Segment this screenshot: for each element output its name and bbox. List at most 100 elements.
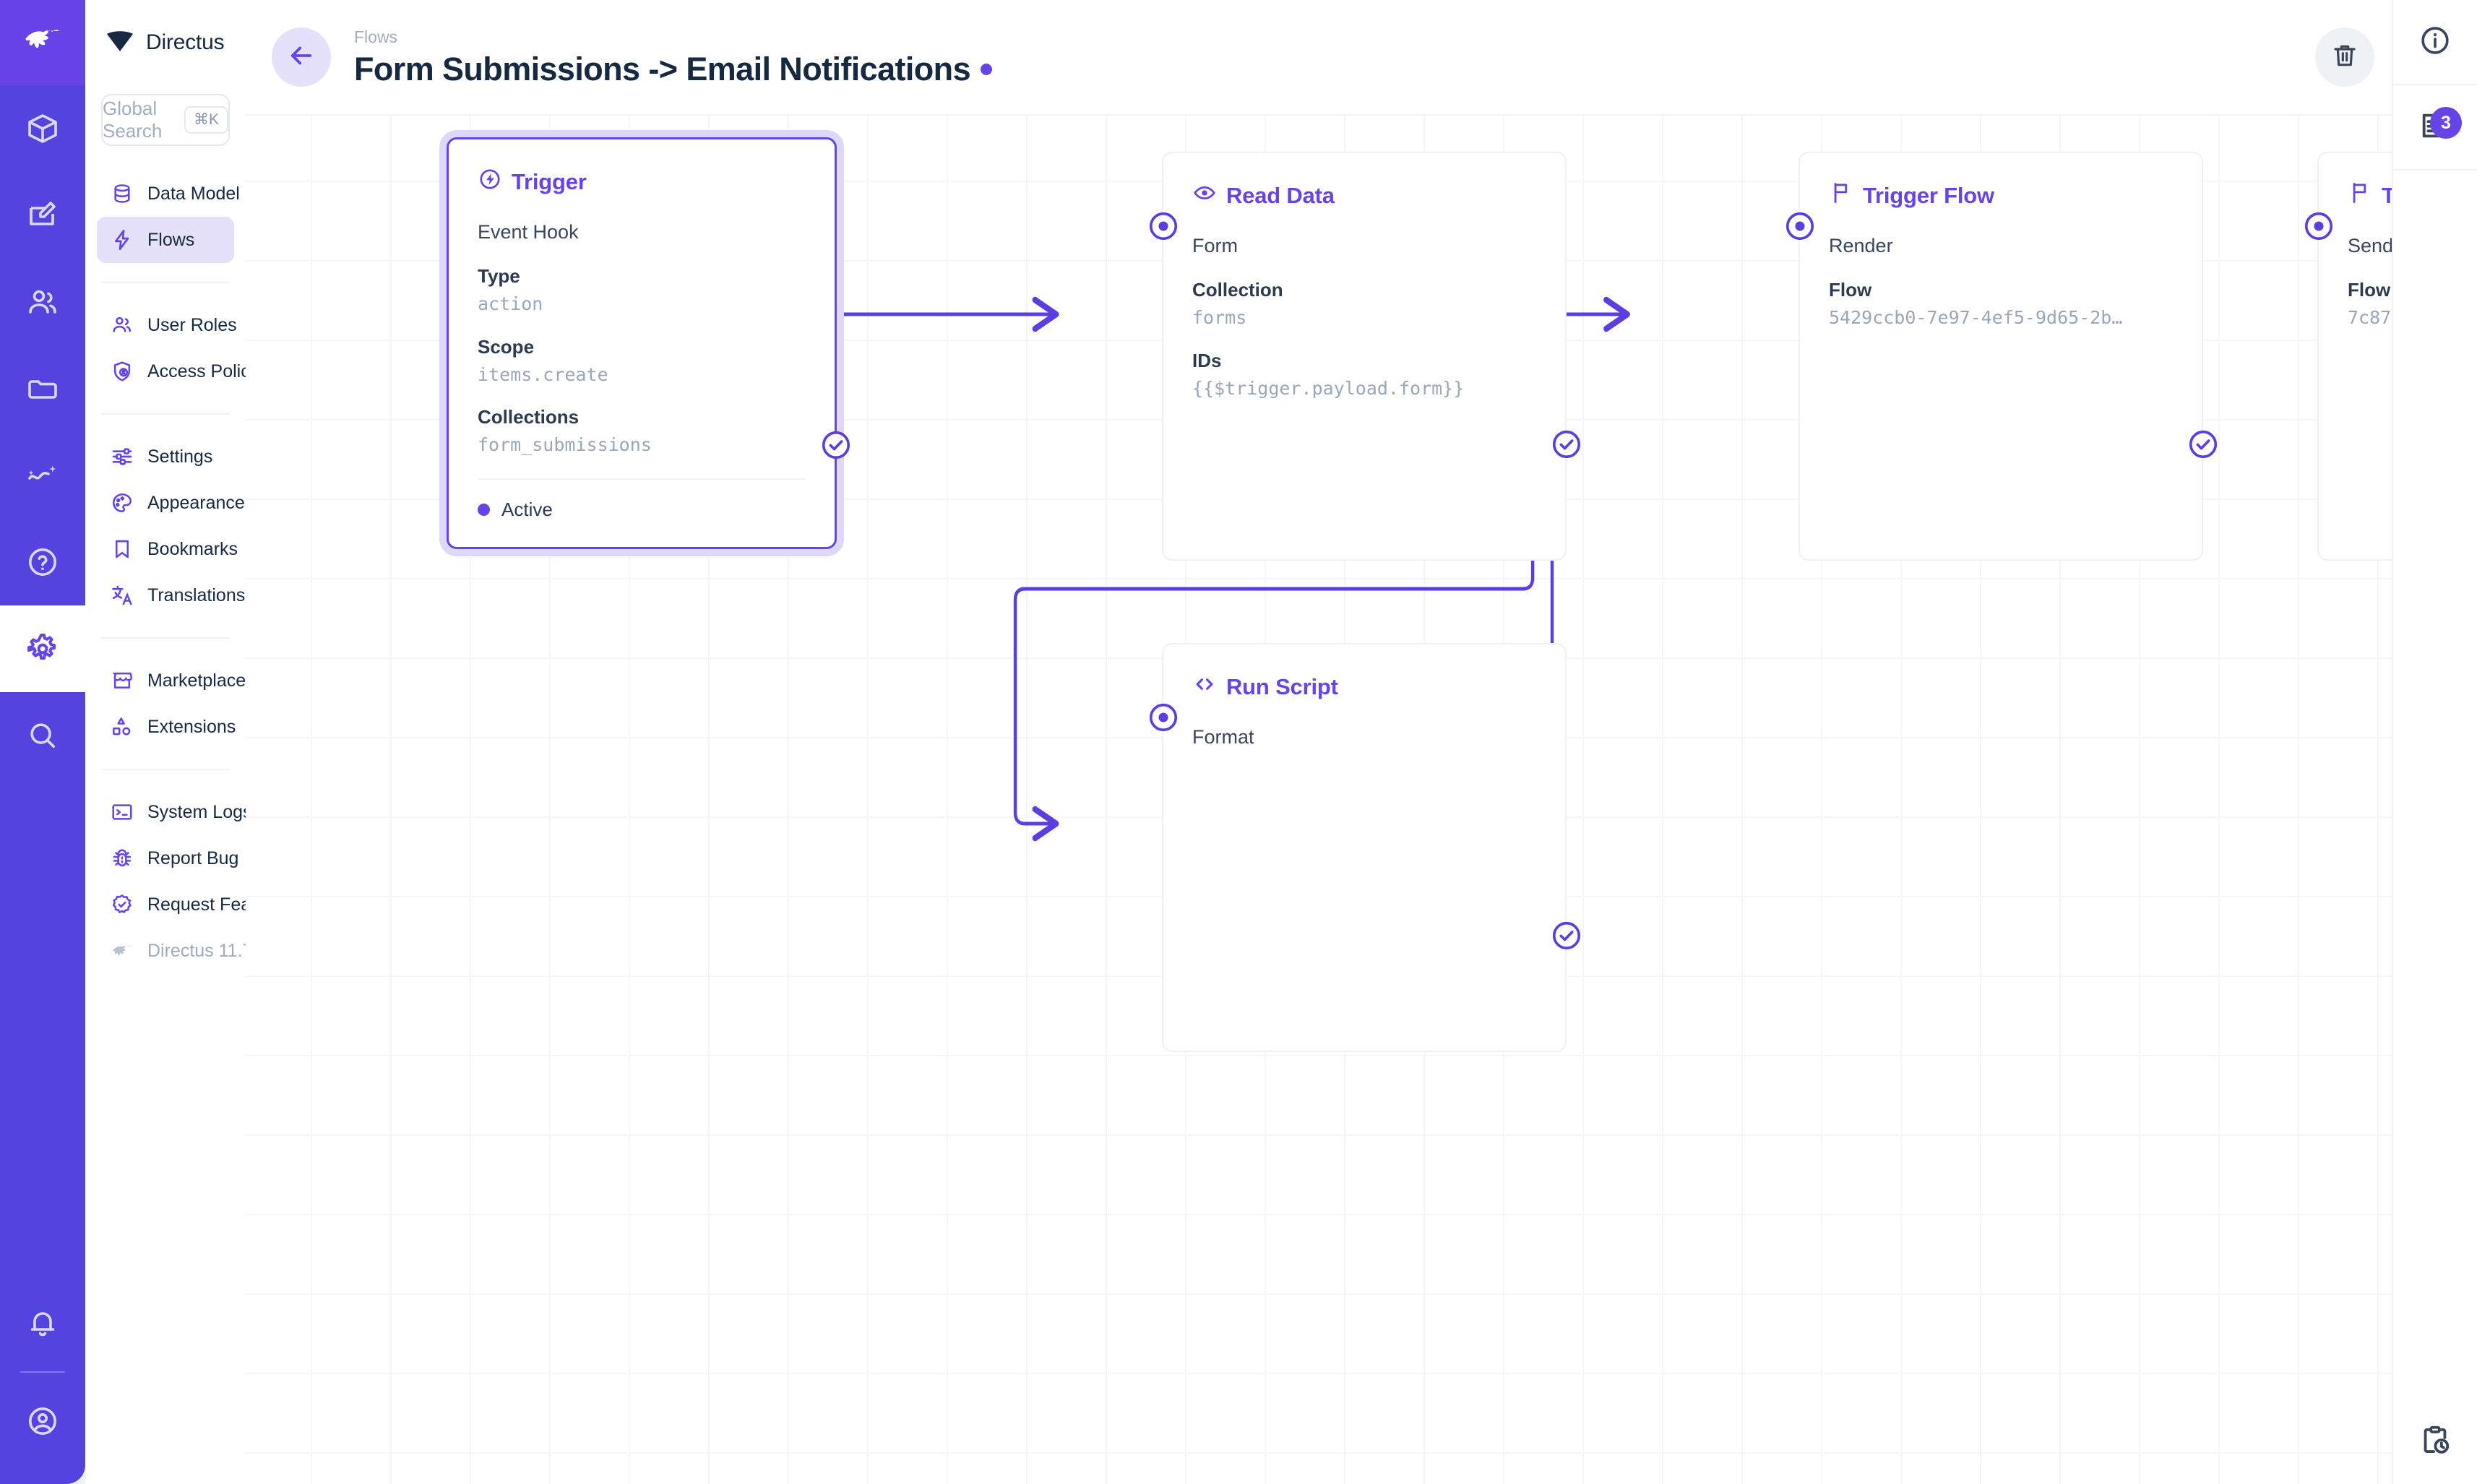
port-input-run-script[interactable] [1147, 701, 1180, 734]
rail-item-users[interactable] [0, 259, 85, 345]
flow-runs-button[interactable] [2392, 1399, 2477, 1484]
flow-node-run-script[interactable]: Run Script Format [1149, 643, 1581, 1052]
sliders-icon [110, 444, 134, 469]
node-subtitle: Send [2348, 235, 2392, 256]
trash-icon [2330, 41, 2359, 74]
node-title: Trigger [478, 167, 806, 197]
nav-divider [101, 282, 230, 283]
verified-icon [110, 892, 134, 917]
node-type-label: Trigger Flow [2382, 183, 2392, 208]
logs-button[interactable]: 3 [2392, 85, 2477, 171]
port-resolve-read-data[interactable] [1550, 428, 1583, 461]
search-input[interactable]: Global Search ⌘K [101, 94, 230, 146]
port-resolve-run-script[interactable] [1550, 919, 1583, 952]
node-status-text: Active [501, 499, 553, 520]
node-field-label: Scope [478, 335, 535, 358]
node-subtitle: Format [1192, 726, 1254, 748]
flow-canvas[interactable]: Trigger Event Hook Type action Scope ite… [246, 116, 2392, 1484]
node-footer: Active [478, 478, 806, 521]
node-type-label: Run Script [1226, 674, 1338, 699]
port-resolve-trigger-flow-render[interactable] [2187, 428, 2220, 461]
breadcrumb[interactable]: Flows [354, 27, 398, 47]
box-icon [25, 111, 60, 146]
main-area: Flows Form Submissions -> Email Notifica… [246, 0, 2477, 1484]
project-name: Directus [146, 30, 225, 54]
rail-item-help[interactable] [0, 519, 85, 605]
global-search-wrapper: Global Search ⌘K [85, 94, 246, 146]
sidebar-item-access-policies[interactable]: Access Policies [97, 348, 273, 394]
sidebar-item-user-roles[interactable]: User Roles [97, 302, 237, 348]
folder-icon [25, 371, 60, 406]
info-circle-icon [2418, 24, 2452, 61]
terminal-icon [110, 800, 134, 824]
sidebar-item-request-feature[interactable]: Request Feature [97, 881, 282, 928]
back-button[interactable] [272, 27, 331, 87]
port-input-read-data[interactable] [1147, 210, 1180, 243]
node-field-label: IDs [1192, 349, 1222, 371]
port-input-trigger-flow-send[interactable] [2302, 210, 2335, 243]
sidebar-item-label: Translations [147, 584, 246, 605]
node-field-value: 5429ccb0-7e97-4ef5-9d65-2b… [1829, 306, 2123, 328]
nav-group-extensions: Marketplace Beta Extensions [85, 657, 309, 750]
rail-item-editor[interactable] [0, 172, 85, 259]
node-field: Flow 7c8732cd-9d9e-44be [2348, 276, 2392, 332]
sidebar-item-appearance[interactable]: Appearance [97, 480, 245, 526]
rail-item-content[interactable] [0, 85, 85, 172]
module-rail-items [0, 85, 85, 779]
question-circle-icon [25, 545, 60, 579]
sidebar-item-bookmarks[interactable]: Bookmarks [97, 526, 238, 572]
directus-rabbit-logo-icon [22, 20, 64, 66]
translate-icon [110, 583, 134, 608]
module-rail [0, 0, 85, 1484]
project-header[interactable]: Directus [85, 0, 246, 85]
rail-item-search[interactable] [0, 692, 85, 779]
bell-icon [25, 1306, 60, 1340]
user-circle-icon [25, 1404, 60, 1438]
rail-item-account[interactable] [0, 1381, 85, 1461]
info-button[interactable] [2392, 0, 2477, 85]
bookmark-icon [110, 537, 134, 561]
people-icon [25, 285, 60, 319]
sidebar-item-settings[interactable]: Settings [97, 433, 234, 480]
shapes-icon [110, 715, 134, 739]
gear-icon [25, 631, 60, 666]
sidebar-item-translations[interactable]: Translations [97, 572, 245, 618]
people-icon [110, 313, 134, 337]
sidebar-item-label: System Logs [147, 801, 252, 822]
directus-logo-button[interactable] [0, 0, 85, 85]
edit-square-icon [25, 198, 60, 233]
node-field-value: forms [1192, 306, 1247, 328]
flow-node-trigger-flow-send[interactable]: Trigger Flow Send Flow 7c8732cd-9d9e-44b… [2304, 152, 2392, 561]
sidebar-item-data-model[interactable]: Data Model [97, 171, 240, 217]
port-resolve-trigger[interactable] [819, 428, 853, 462]
sidebar-item-label: Data Model [147, 183, 240, 204]
sidebar-item-label: Marketplace [147, 670, 246, 691]
directus-rabbit-logo-icon [110, 939, 134, 963]
sidebar-item-report-bug[interactable]: Report Bug [97, 835, 238, 881]
node-field-label: Flow [1829, 278, 1872, 301]
sidebar-item-label: Settings [147, 446, 213, 467]
eye-icon [1192, 181, 1217, 211]
trigger-bolt-circle-icon [478, 167, 502, 197]
magnifier-icon [25, 718, 60, 753]
rail-item-settings[interactable] [0, 605, 85, 692]
flow-node-trigger-flow-render[interactable]: Trigger Flow Render Flow 5429ccb0-7e97-4… [1785, 152, 2218, 561]
flag-icon [1829, 181, 1853, 211]
sidebar-item-marketplace[interactable]: Marketplace Beta [97, 657, 309, 704]
flow-node-read-data[interactable]: Read Data Form Collection forms IDs {{$t… [1149, 152, 1581, 561]
nav-group-system: System Logs Report Bug [85, 789, 282, 974]
nav-divider [101, 637, 230, 639]
delete-flow-button[interactable] [2315, 27, 2374, 87]
rail-item-files[interactable] [0, 345, 85, 432]
node-field-value: 7c8732cd-9d9e-44be [2348, 306, 2392, 328]
port-input-trigger-flow-render[interactable] [1783, 210, 1817, 243]
node-title: Trigger Flow [1829, 181, 2173, 211]
sidebar-item-extensions[interactable]: Extensions [97, 704, 236, 750]
rail-item-insights[interactable] [0, 432, 85, 519]
rail-item-notifications[interactable] [0, 1283, 85, 1363]
sparkline-icon [25, 458, 60, 493]
flow-node-trigger[interactable]: Trigger Event Hook Type action Scope ite… [447, 137, 850, 549]
sidebar-item-system-logs[interactable]: System Logs [97, 789, 252, 835]
sidebar-item-flows[interactable]: Flows [97, 217, 234, 263]
